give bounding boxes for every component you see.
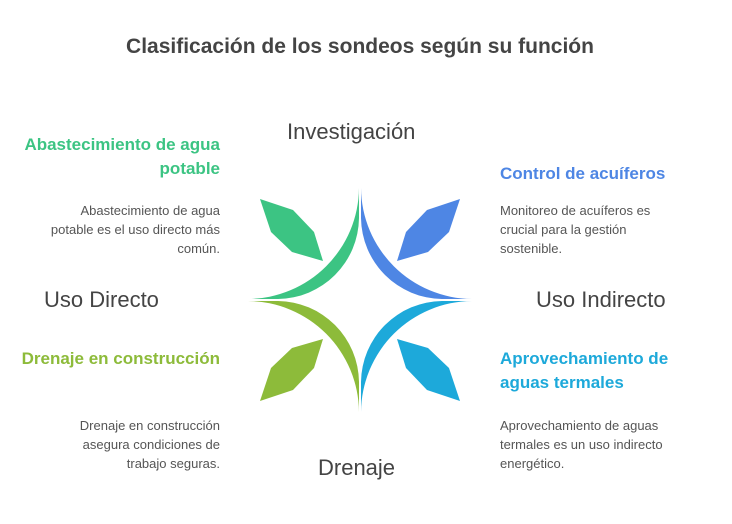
item-text-construction-drainage: Drenaje en construcción asegura condicio… (79, 418, 220, 471)
segment-construction-drainage (248, 301, 359, 412)
segment-thermal-waters (361, 301, 472, 412)
item-text-thermal-waters: Aprovechamiento de aguas termales es un … (500, 418, 663, 471)
arrow-aquifer-control-icon (397, 199, 460, 261)
diagram-title: Clasificación de los sondeos según su fu… (126, 35, 594, 58)
item-heading-thermal-waters: Aprovechamiento de aguas termales (500, 349, 669, 392)
item-heading-construction-drainage: Drenaje en construcción (21, 349, 220, 368)
arrow-construction-drainage-icon (260, 339, 323, 401)
arrow-water-supply-icon (260, 199, 323, 261)
segment-water-supply (248, 188, 359, 299)
axis-label-top: Investigación (287, 119, 416, 144)
arrow-thermal-waters-icon (397, 339, 460, 401)
item-heading-aquifer-control: Control de acuíferos (500, 164, 666, 183)
axis-label-right: Uso Indirecto (536, 287, 666, 312)
axis-label-bottom: Drenaje (318, 455, 396, 480)
item-text-aquifer-control: Monitoreo de acuíferos es crucial para l… (500, 203, 651, 256)
axis-label-left: Uso Directo (44, 287, 159, 312)
item-text-water-supply: Abastecimiento de agua potable es el uso… (50, 203, 220, 256)
segment-aquifer-control (361, 188, 472, 299)
item-heading-water-supply: Abastecimiento de agua potable (24, 135, 220, 178)
